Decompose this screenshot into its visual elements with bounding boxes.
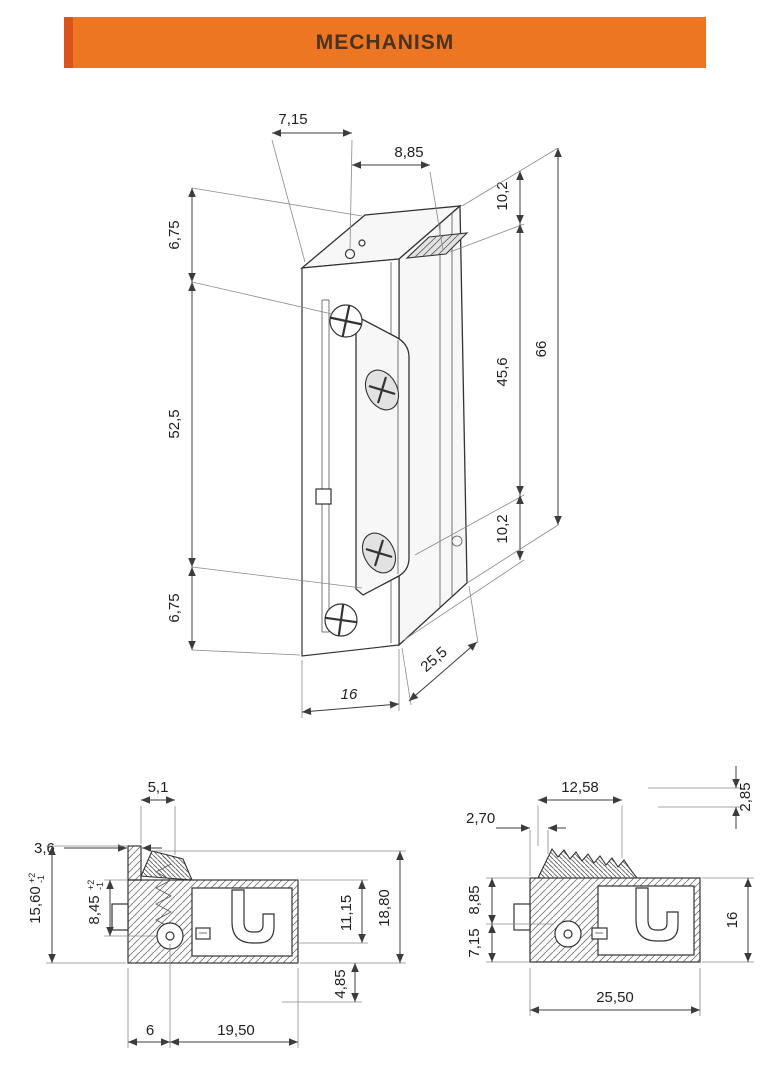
dim-left-lip-top-width: 5,1 [148,779,169,796]
svg-text:8,45: 8,45 [86,895,103,924]
main-isometric-view: 7,15 8,85 6,75 52,5 6,75 [166,111,562,718]
toothed-latch [537,847,639,879]
dim-right-top-width: 12,58 [561,779,599,796]
faceplate-tab [111,903,129,931]
dim-main-screw-spacing: 52,5 [166,409,183,438]
screw-bottom [324,603,358,637]
dim-main-depth-top: 10,2 [494,181,511,210]
svg-text:-1: -1 [36,875,46,883]
dim-main-offset-left: 7,15 [278,111,307,128]
dim-main-depth-bottom: 10,2 [494,514,511,543]
adjust-screw [591,927,608,940]
pivot [156,922,184,950]
dim-right-side-height: 16 [724,912,741,929]
dim-left-overall-height: 15,60 +2 -1 [27,873,46,924]
svg-text:+2: +2 [27,873,37,883]
dim-left-pivot-offset: 6 [146,1022,154,1039]
spring [155,855,172,935]
dim-left-inner-height: 11,15 [338,895,355,931]
latch-barrel-bottom [361,532,397,574]
header-bar: MECHANISM [64,17,706,68]
svg-text:+2: +2 [86,880,96,890]
adjust-screw [195,927,211,940]
dim-main-screw-top-offset: 6,75 [166,220,183,249]
screw-top [329,304,363,338]
section-view-left: 5,1 3,6 15,60 +2 -1 8,45 [27,779,406,1048]
dim-main-body-depth: 25,5 [417,644,450,676]
keeper-hook-section [635,887,679,942]
dim-main-keeper-height: 45,6 [494,357,511,386]
dim-main-screw-bottom-offset: 6,75 [166,593,183,622]
lip [140,850,193,881]
dim-main-offset-right: 8,85 [394,144,423,161]
page-title: MECHANISM [315,30,455,54]
section-view-right: 12,58 2,70 2,85 8,85 7,1 [466,766,754,1016]
section-left-part [111,845,299,964]
dim-right-upper-height: 8,85 [466,885,483,914]
latch-barrel-top [364,369,400,411]
dim-left-cavity-width: 19,50 [217,1022,255,1039]
dim-left-total-height: 18,80 [376,889,393,927]
section-left-dimensions: 5,1 3,6 15,60 +2 -1 8,45 [27,779,406,1048]
dim-left-bottom-depth: 4,85 [332,969,349,998]
dim-right-tab-offset: 2,70 [466,810,495,827]
svg-text:-1: -1 [95,882,105,890]
section-right-dimensions: 12,58 2,70 2,85 8,85 7,1 [466,766,754,1016]
section-right-part [513,847,701,963]
dim-main-total-height: 66 [533,341,550,358]
header-accent-strip [64,17,73,68]
strike-body [299,204,469,657]
connector-block [405,232,469,259]
pivot [554,920,582,948]
dim-right-lower-height: 7,15 [466,928,483,957]
dim-main-faceplate-width: 16 [341,686,358,703]
dim-right-overall-width: 25,50 [596,989,634,1006]
svg-text:15,60: 15,60 [27,886,44,924]
keeper-hook-section [231,889,275,944]
dim-right-lip-step: 2,85 [737,782,754,811]
lip-flange [127,845,142,881]
faceplate-tab [513,903,531,931]
dim-left-pivot-height: 8,45 +2 -1 [86,880,105,925]
